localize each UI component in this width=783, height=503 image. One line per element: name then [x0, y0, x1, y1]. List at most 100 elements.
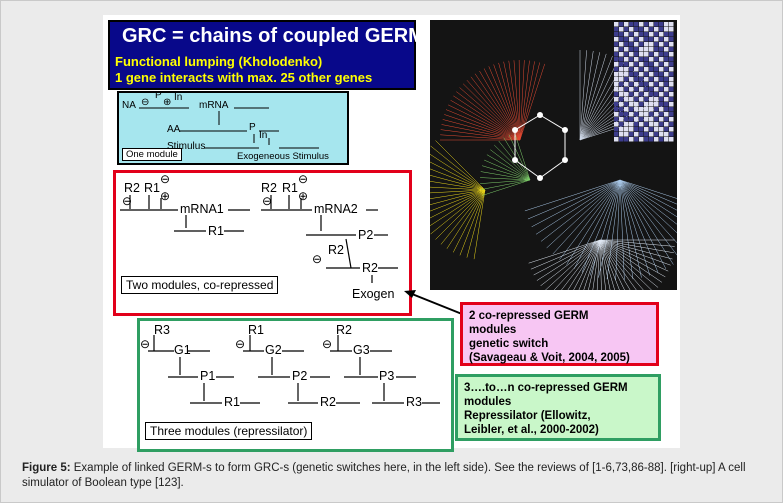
- network-edge: [599, 239, 669, 272]
- grid-cell: [654, 37, 659, 42]
- grid-cell: [624, 72, 629, 77]
- grid-cell: [634, 97, 639, 102]
- network-edge: [619, 179, 677, 256]
- grid-cell: [639, 37, 644, 42]
- grid-cell: [629, 27, 634, 32]
- network-edge: [599, 239, 674, 254]
- network-edge: [440, 189, 486, 245]
- grid-cell: [624, 57, 629, 62]
- grid-cell: [614, 127, 619, 132]
- network-edge: [430, 168, 486, 191]
- grid-cell: [634, 122, 639, 127]
- grid-cell: [669, 132, 674, 137]
- grid-cell: [644, 82, 649, 87]
- grid-cell: [654, 32, 659, 37]
- grid-cell: [629, 67, 634, 72]
- grid-cell: [639, 137, 644, 142]
- grid-cell: [639, 57, 644, 62]
- grid-cell: [619, 52, 624, 57]
- minus-symbol: ⊖: [141, 97, 150, 108]
- network-edge: [589, 179, 621, 276]
- grid-cell: [649, 132, 654, 137]
- network-edge: [599, 239, 652, 290]
- grid-cell: [639, 62, 644, 67]
- grid-cell: [644, 102, 649, 107]
- network-edge: [498, 62, 521, 141]
- grid-cell: [634, 117, 639, 122]
- grid-cell: [644, 62, 649, 67]
- grid-cell: [644, 47, 649, 52]
- grid-cell: [664, 52, 669, 57]
- grid-cell: [664, 107, 669, 112]
- network-edge: [514, 159, 541, 179]
- grid-cell: [649, 42, 654, 47]
- grid-cell: [659, 42, 664, 47]
- grid-cell: [659, 37, 664, 42]
- network-edge: [473, 189, 486, 260]
- network-edge: [619, 179, 677, 225]
- grid-cell: [614, 42, 619, 47]
- network-edge: [599, 239, 659, 288]
- plus-symbol: ⊕: [298, 189, 309, 203]
- grid-cell: [639, 97, 644, 102]
- grid-cell: [669, 27, 674, 32]
- grid-cell: [664, 22, 669, 27]
- grid-cell: [644, 67, 649, 72]
- grid-cell: [624, 47, 629, 52]
- grid-cell: [664, 127, 669, 132]
- grid-cell: [659, 117, 664, 122]
- node-g1: G1: [174, 343, 191, 357]
- grid-cell: [669, 57, 674, 62]
- grid-cell: [634, 72, 639, 77]
- grid-cell: [624, 77, 629, 82]
- network-edge: [450, 100, 521, 141]
- network-edge: [579, 50, 587, 141]
- grid-cell: [644, 37, 649, 42]
- grid-cell: [654, 132, 659, 137]
- grid-cell: [614, 37, 619, 42]
- grid-cell: [669, 22, 674, 27]
- network-node: [512, 157, 518, 163]
- slide-subtitle-line: Functional lumping (Kholodenko): [115, 54, 323, 69]
- note-line: Leibler, et al., 2000-2002): [464, 424, 599, 436]
- grid-cell: [624, 37, 629, 42]
- network-edge: [448, 104, 521, 141]
- grid-cell: [619, 57, 624, 62]
- grid-cell: [649, 82, 654, 87]
- grid-cell: [634, 22, 639, 27]
- node-r2: R2: [261, 181, 277, 195]
- grid-cell: [654, 97, 659, 102]
- grid-cell: [614, 122, 619, 127]
- grid-cell: [619, 97, 624, 102]
- node-p2: P2: [292, 369, 308, 383]
- network-edge: [430, 189, 486, 205]
- grid-cell: [624, 92, 629, 97]
- network-edge: [430, 189, 486, 235]
- node-p2: P: [249, 122, 256, 133]
- grid-cell: [619, 37, 624, 42]
- network-edge: [619, 179, 677, 211]
- node-r1-out: R1: [208, 224, 224, 238]
- network-edge: [539, 159, 566, 179]
- grid-cell: [649, 102, 654, 107]
- grid-cell: [634, 82, 639, 87]
- network-edge: [446, 189, 486, 249]
- minus-symbol: ⊖: [312, 252, 323, 266]
- grid-cell: [614, 87, 619, 92]
- network-node: [562, 127, 568, 133]
- grid-cell: [639, 82, 644, 87]
- grid-cell: [629, 97, 634, 102]
- minus-symbol: ⊖: [298, 172, 309, 186]
- network-edge: [480, 177, 531, 181]
- network-edge: [531, 179, 621, 228]
- note-line: (Savageau & Voit, 2004, 2005): [469, 352, 630, 364]
- grid-cell: [669, 127, 674, 132]
- grid-cell: [624, 122, 629, 127]
- grid-cell: [629, 52, 634, 57]
- network-edge: [514, 132, 531, 181]
- grid-cell: [664, 122, 669, 127]
- grid-cell: [664, 82, 669, 87]
- grid-cell: [634, 37, 639, 42]
- network-edge: [599, 239, 615, 290]
- one-module-diagram: NA ⊖ P ⊕ In mRNA AA P In Stimulus Exogen…: [117, 90, 349, 165]
